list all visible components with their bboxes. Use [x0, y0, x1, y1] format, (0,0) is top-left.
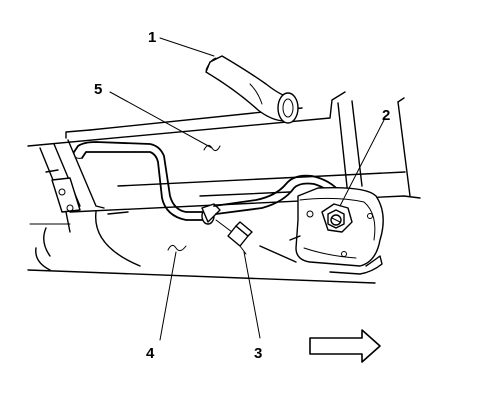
leader-lines — [109, 37, 385, 341]
mount-bracket — [259, 186, 384, 275]
tilde-mark-4 — [167, 244, 187, 252]
hose-component — [205, 55, 299, 124]
arrow-right-icon — [309, 329, 381, 363]
fitting-component — [227, 221, 253, 255]
callout-5: 5 — [94, 81, 102, 98]
callout-1: 1 — [148, 29, 156, 46]
callout-2: 2 — [382, 107, 390, 124]
callout-3: 3 — [254, 345, 262, 362]
callout-4: 4 — [146, 345, 155, 362]
chassis-frame — [27, 91, 421, 284]
tube-assembly — [73, 141, 341, 233]
